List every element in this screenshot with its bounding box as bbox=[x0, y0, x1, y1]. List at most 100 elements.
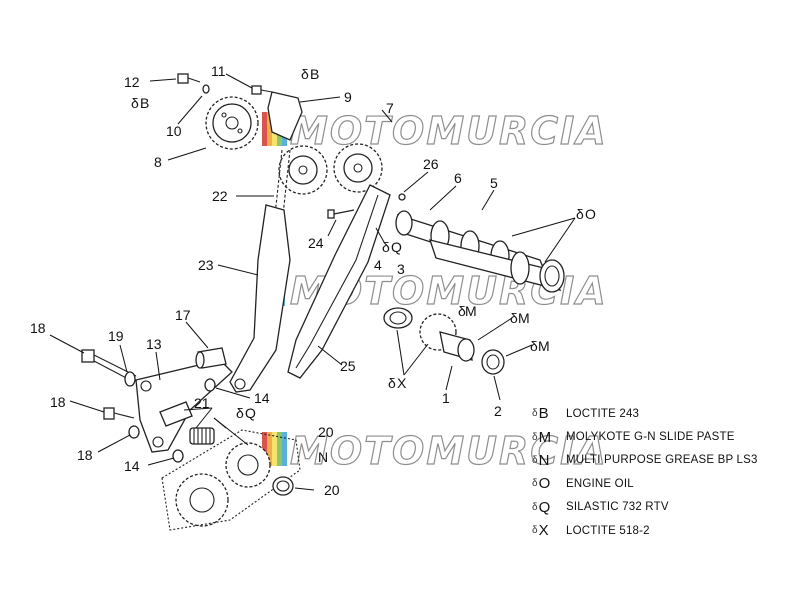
lube-mark-m-right: M bbox=[538, 338, 550, 354]
part-label-2: 2 bbox=[494, 403, 502, 419]
part-label-3: 3 bbox=[397, 261, 405, 277]
part-label-23: 23 bbox=[198, 257, 214, 273]
part-label-8: 8 bbox=[154, 154, 162, 170]
chain-tensioner-23 bbox=[229, 204, 291, 393]
part-label-5: 5 bbox=[490, 175, 498, 191]
part-label-12: 12 bbox=[124, 74, 140, 90]
part-label-14-upper: 14 bbox=[254, 390, 270, 406]
spacer-14 bbox=[172, 378, 216, 463]
bolt-24 bbox=[327, 209, 355, 219]
part-label-17: 18 bbox=[50, 394, 66, 410]
legend-label: SILASTIC 732 RTV bbox=[566, 501, 669, 514]
cam-sprocket-right bbox=[333, 143, 383, 193]
part-label-24: 24 bbox=[308, 235, 324, 251]
part-label-1: 1 bbox=[442, 390, 450, 406]
watermark-text: MOTOMURCIA bbox=[290, 429, 608, 473]
part-label-25: 25 bbox=[340, 358, 356, 374]
lube-mark-b-top: B bbox=[310, 66, 319, 82]
bearing-2 bbox=[481, 349, 505, 375]
camshaft-5 bbox=[429, 239, 565, 293]
part-label-13: 13 bbox=[146, 336, 162, 352]
drop-icon: δ bbox=[388, 375, 396, 391]
drop-icon: δ bbox=[576, 206, 584, 222]
lower-gears-19 bbox=[161, 429, 301, 531]
watermark-top: MOTOMURCIA bbox=[262, 108, 608, 154]
legend-label: MOLYKOTE G-N SLIDE PASTE bbox=[566, 431, 735, 444]
chain-guide-25 bbox=[287, 184, 391, 379]
part-label-15: 17 bbox=[175, 307, 191, 323]
washer-18-upper bbox=[124, 371, 136, 387]
part-labels: 12 11 9 10 8 7 26 6 5 22 24 23 4 3 18 17… bbox=[30, 63, 502, 498]
drop-icon: δ bbox=[532, 525, 538, 537]
part-label-11: 11 bbox=[211, 63, 226, 79]
lube-marks: δ B δ B δ O δ Q δ M δ M δ M δ X δ Q N bbox=[131, 66, 596, 465]
part-label-19: 20 bbox=[318, 424, 334, 440]
leader-lines bbox=[49, 73, 576, 491]
lube-mark-m-mid: M bbox=[518, 310, 530, 326]
drop-icon: δ bbox=[530, 338, 538, 354]
part-label-14-lower: 14 bbox=[124, 458, 140, 474]
part-label-26: 26 bbox=[423, 156, 439, 172]
part-label-6: 6 bbox=[454, 170, 462, 186]
part-label-4: 4 bbox=[374, 257, 382, 273]
drop-icon: δ bbox=[532, 478, 538, 490]
legend-label: MULTI PURPOSE GREASE BP LS3 bbox=[566, 454, 758, 467]
drop-icon: δ bbox=[510, 310, 518, 326]
bolt-12 bbox=[177, 73, 210, 94]
bolt-17 bbox=[103, 407, 135, 420]
drop-icon: δ bbox=[131, 95, 139, 111]
drop-icon: δ bbox=[532, 408, 538, 420]
legend-label: ENGINE OIL bbox=[566, 477, 634, 490]
part-label-16: 18 bbox=[30, 320, 46, 336]
cam-sprocket-left bbox=[278, 145, 328, 195]
pin-20 bbox=[159, 401, 215, 445]
lube-mark-n: N bbox=[318, 449, 328, 465]
lube-mark-o: O bbox=[585, 206, 596, 222]
drop-icon: δ bbox=[532, 501, 538, 513]
part-label-10: 10 bbox=[166, 123, 182, 139]
watermark-bottom: MOTOMURCIA bbox=[262, 428, 608, 474]
drop-icon: δ bbox=[532, 454, 538, 466]
lube-mark-q-low: Q bbox=[245, 405, 256, 421]
part-label-22: 22 bbox=[212, 188, 228, 204]
drop-icon: δ bbox=[236, 405, 244, 421]
drop-icon: δ bbox=[458, 303, 466, 319]
part-label-7: 7 bbox=[386, 100, 394, 116]
cover-9 bbox=[267, 91, 303, 141]
part-label-18-upper: 19 bbox=[108, 328, 124, 344]
legend-label: LOCTITE 518-2 bbox=[566, 524, 650, 537]
lube-mark-b-left: B bbox=[140, 95, 149, 111]
part-label-18-lower: 18 bbox=[77, 447, 93, 463]
part-label-20: 21 bbox=[194, 395, 210, 411]
upper-sprocket-8 bbox=[205, 96, 259, 150]
o-ring-21 bbox=[272, 476, 294, 496]
drop-icon: δ bbox=[532, 431, 538, 443]
pin-15 bbox=[195, 347, 227, 369]
watermark-text: MOTOMURCIA bbox=[290, 109, 608, 153]
lube-mark-q-mid: Q bbox=[391, 239, 402, 255]
washer-18-lower bbox=[128, 425, 140, 439]
part-label-21: 20 bbox=[324, 482, 340, 498]
legend-label: LOCTITE 243 bbox=[566, 407, 640, 420]
lube-mark-m-small: M bbox=[465, 303, 477, 319]
lube-mark-x: X bbox=[397, 375, 407, 391]
part-label-9: 9 bbox=[344, 89, 352, 105]
drop-icon: δ bbox=[301, 66, 309, 82]
bolt-11 bbox=[251, 85, 273, 95]
gear-shaft-1 bbox=[419, 313, 475, 362]
seal-3 bbox=[383, 307, 413, 329]
drop-icon: δ bbox=[382, 239, 390, 255]
